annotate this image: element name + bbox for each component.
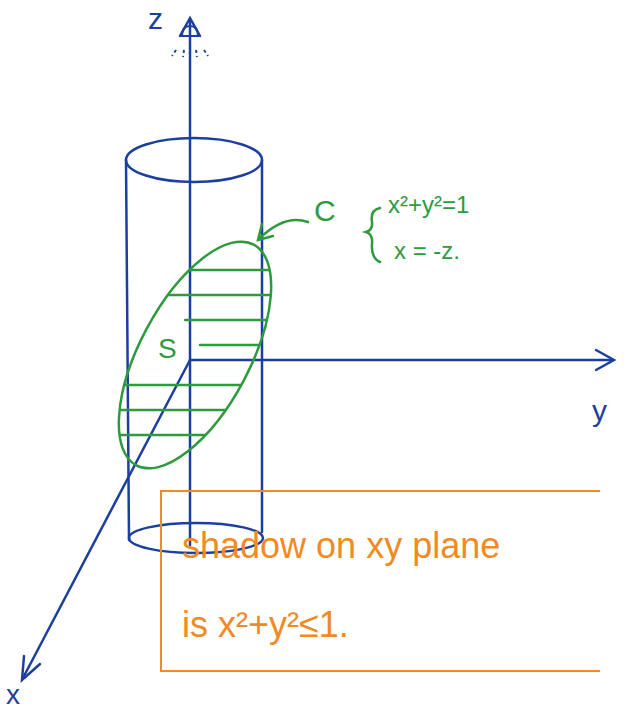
surface-label: S xyxy=(158,334,177,365)
curve-c xyxy=(88,219,302,491)
axis-label: x xyxy=(6,680,20,711)
pointer-arrowhead xyxy=(258,224,273,240)
axis-label: y xyxy=(592,394,607,427)
light-bulb xyxy=(172,26,208,57)
note-box: shadow on xy plane is x²+y²≤1. xyxy=(160,490,600,672)
cylinder-side xyxy=(126,160,129,540)
x-axis xyxy=(24,360,190,676)
cylinder-side xyxy=(261,160,264,532)
z-axis xyxy=(189,20,192,545)
y-arrowhead xyxy=(596,350,614,370)
axis-label: z xyxy=(148,2,163,35)
z-arrowhead xyxy=(180,18,200,36)
curve-label: C xyxy=(314,194,336,227)
note-text: shadow on xy plane is x²+y²≤1. xyxy=(182,506,505,664)
equation-label: x = -z. xyxy=(394,238,460,264)
x-arrowhead xyxy=(22,656,40,680)
brace xyxy=(366,208,380,262)
pointer-arrow xyxy=(260,220,308,238)
surface-hatching xyxy=(120,270,270,435)
equation-label: x²+y²=1 xyxy=(388,192,469,218)
cylinder-top xyxy=(126,138,262,182)
